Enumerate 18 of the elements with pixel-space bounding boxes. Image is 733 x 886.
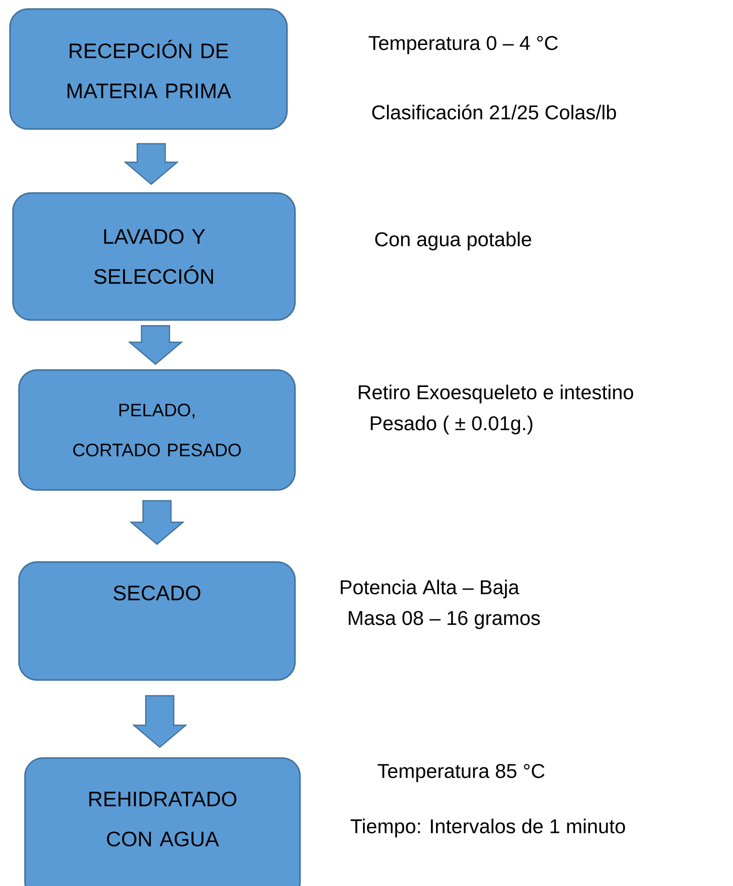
note-text: Temperatura 85 °C [378,764,544,782]
process-box: PELADO, CORTADO PESADO [18,369,296,491]
block-arrow [124,143,179,186]
block-arrow [129,500,185,546]
note-text: Retiro Exoesqueleto e intestino [358,384,634,404]
note-text: Potencia Alta – Baja [340,580,520,598]
note-text: Masa 08 – 16 gramos [348,610,540,630]
process-box: SECADO [18,561,296,681]
block-arrow [128,325,184,366]
note-text: Temperatura 0 – 4 °C [368,36,558,54]
process-box: LAVADO Y SELECCIÓN [12,192,296,321]
note-text: Pesado ( ± 0.01g.) [370,416,532,434]
block-arrow [132,695,188,748]
note-text: Tiempo: Intervalos de 1 minuto [350,818,625,838]
note-text: Con agua potable [375,232,532,250]
process-box: REHIDRATADO CON AGUA [24,757,301,886]
process-box: RECEPCIÓN DE MATERIA PRIMA [9,8,288,130]
note-text: Clasificación 21/25 Colas/lb [372,104,616,120]
